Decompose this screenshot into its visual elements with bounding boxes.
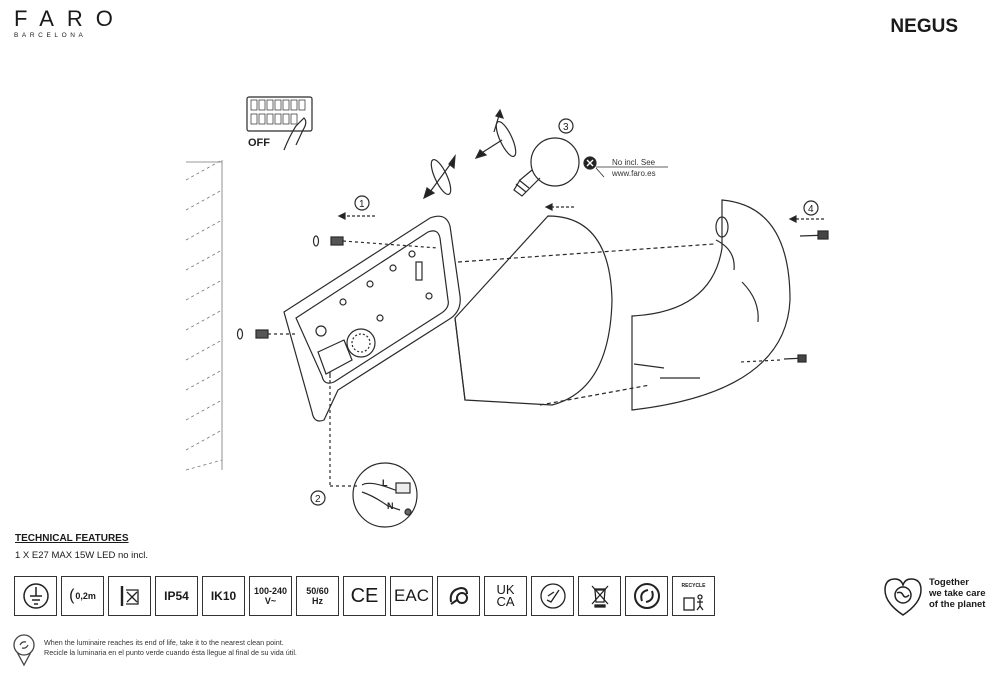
insulation-icon <box>108 576 151 616</box>
eac-mark-icon: EAC <box>390 576 433 616</box>
model-title: NEGUS <box>890 16 958 37</box>
heart-globe-icon <box>884 578 922 616</box>
bulb-note-line-2: www.faro.es <box>611 169 656 178</box>
step-1-label: 1 <box>359 199 365 210</box>
voltage-unit: V~ <box>264 596 277 606</box>
ip-rating: IP54 <box>155 576 198 616</box>
brand-sub: BARCELONA <box>14 32 87 39</box>
frequency-range: 50/60 <box>306 586 329 596</box>
brand-name: FARO <box>14 6 126 31</box>
distance-value: 0,2m <box>75 591 96 601</box>
recycle-label: RECYCLE <box>681 583 706 589</box>
tagline-line-2: we take care <box>929 588 986 599</box>
step-3-label: 3 <box>563 122 569 133</box>
step-4-label: 4 <box>808 204 814 215</box>
wire-l-label: L <box>382 478 388 488</box>
eac-mark-text: EAC <box>394 586 429 605</box>
wall-plugs <box>236 235 439 340</box>
step-2-label: 2 <box>315 494 321 505</box>
rohs-icon <box>531 576 574 616</box>
frequency-unit: Hz <box>312 596 323 606</box>
earth-ground-icon <box>14 576 57 616</box>
switch-off-label: OFF <box>248 137 270 149</box>
front-shade <box>631 199 791 411</box>
ce-mark-text: CE <box>350 585 379 607</box>
led-bulb <box>513 137 580 197</box>
tagline-line-1: Together <box>929 577 969 588</box>
green-dot-icon <box>625 576 668 616</box>
tagline: Together we take care of the planet <box>881 575 993 619</box>
technical-spec: 1 X E27 MAX 15W LED no incl. <box>15 550 149 561</box>
voltage-range: 100-240 <box>253 586 288 596</box>
lamp-body <box>454 215 715 406</box>
footer-line-en: When the luminaire reaches its end of li… <box>44 638 284 647</box>
technical-features: TECHNICAL FEATURES 1 X E27 MAX 15W LED n… <box>15 533 148 561</box>
map-pin-recycle-icon <box>13 634 35 667</box>
ik-rating: IK10 <box>202 576 245 616</box>
recycle-icon: RECYCLE <box>672 576 715 616</box>
ce-mark-icon: CE <box>343 576 386 616</box>
bulb-note-line-1: No incl. See <box>612 158 656 167</box>
mounting-base <box>283 215 461 422</box>
wall-hatch <box>185 159 223 471</box>
class-icon <box>437 576 480 616</box>
weee-bin-icon <box>578 576 621 616</box>
footer-recycling-note: When the luminaire reaches its end of li… <box>12 633 297 672</box>
wire-n-label: N <box>387 501 394 511</box>
ukca-line-2: CA <box>496 594 515 609</box>
shade-screws <box>739 230 829 363</box>
tagline-line-3: of the planet <box>929 599 986 610</box>
brand-logo: FARO BARCELONA <box>14 6 126 40</box>
switch-box <box>246 96 313 151</box>
distance-icon: (0,2m <box>61 576 104 616</box>
technical-title: TECHNICAL FEATURES <box>15 533 129 544</box>
footer-line-es: Recicle la luminaria en el punto verde c… <box>44 648 297 657</box>
ukca-line-1: UK <box>496 582 515 597</box>
rotation-arrows <box>423 108 517 200</box>
